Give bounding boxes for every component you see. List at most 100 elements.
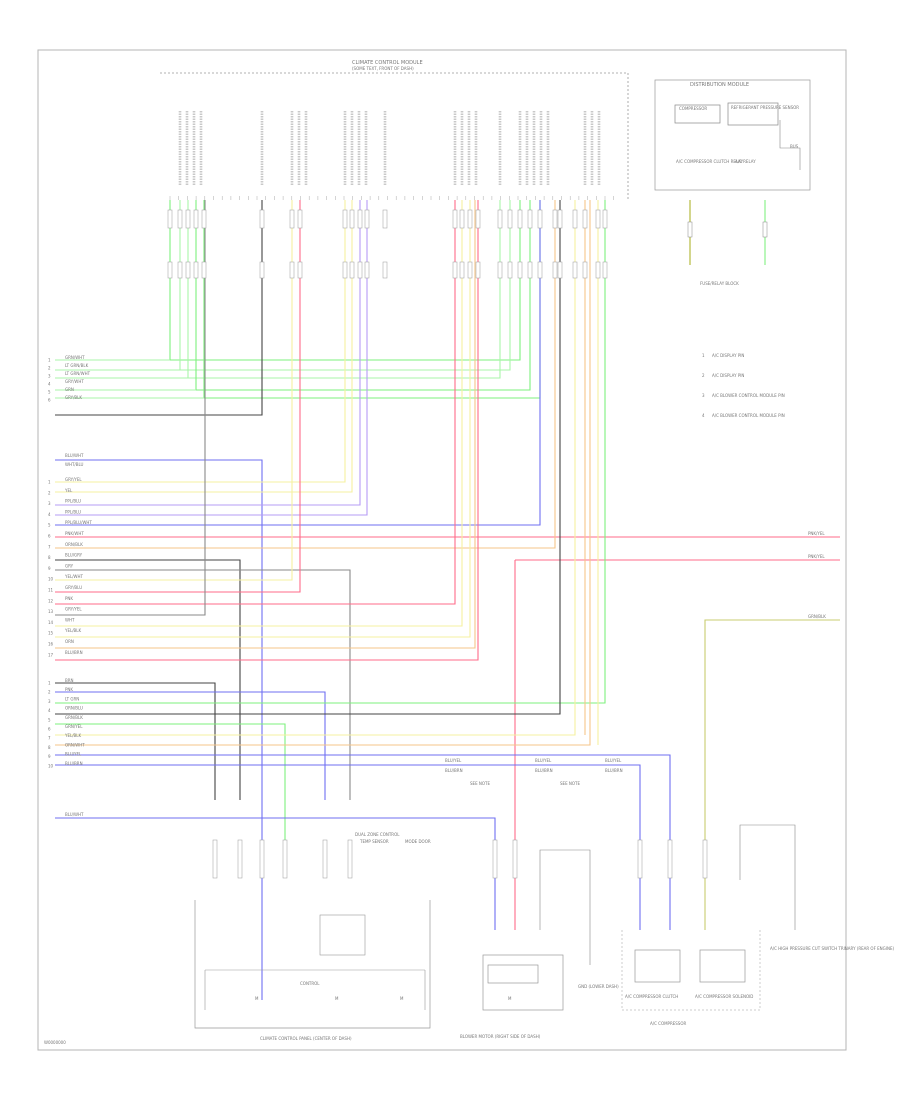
wire-pin-number: 2: [48, 366, 51, 371]
wire: [55, 200, 368, 516]
wire: [55, 200, 561, 715]
wire-connector: [342, 209, 348, 229]
wire-connector: [349, 261, 355, 279]
wire-pin-number: 11: [48, 588, 54, 593]
wire-pin-number: 3: [48, 699, 51, 704]
wire: [55, 200, 479, 661]
wire-connector: [357, 209, 363, 229]
wire-connector: [259, 209, 265, 229]
wire: [55, 200, 476, 649]
wire-pin-number: 1: [48, 480, 51, 485]
distribution-side-label: BUS: [790, 144, 799, 149]
wire-label: ORN/BLK: [65, 542, 83, 547]
wire-connector: [537, 261, 543, 279]
wire-pin-number: 10: [48, 763, 54, 768]
wire: [55, 200, 591, 746]
wire-label: GRN/YEL: [65, 724, 83, 729]
wire-connector: [557, 209, 563, 229]
wire-connector: [595, 209, 601, 229]
legend-text: A/C BLOWER CONTROL MODULE PIN: [712, 413, 785, 418]
wire-label: PNK: [65, 687, 73, 692]
wire-connector: [507, 209, 513, 229]
wire-pin-number: 5: [48, 523, 51, 528]
wire-connector: [527, 209, 533, 229]
wire-pin-number: 5: [48, 717, 51, 722]
diagram-border: [37, 49, 847, 1051]
left-panel-sub: DUAL ZONE CONTROL: [355, 832, 400, 837]
wire-pin-number: 13: [48, 609, 54, 614]
wire-label: GRY/BLK: [65, 395, 82, 400]
wire-connector: [193, 261, 199, 279]
panel-glyph: M: [335, 996, 339, 1001]
wire-connector: [259, 839, 265, 879]
distribution-label-left: A/C COMPRESSOR CLUTCH RELAY: [676, 159, 744, 164]
wire: [55, 200, 576, 736]
legend-text: A/C DISPLAY PIN: [712, 373, 744, 378]
wire-connector: [637, 839, 643, 879]
wire-label: LT GRN: [65, 696, 79, 701]
wire-pin-number: 10: [48, 577, 54, 582]
wire-connector: [582, 261, 588, 279]
wire: [55, 200, 556, 549]
mid-label: BLU/BRN: [535, 768, 553, 773]
wire-pin-number: 3: [48, 501, 51, 506]
mid-label: BLU/YEL: [445, 758, 462, 763]
wire-connector: [212, 839, 218, 879]
legend-text: A/C DISPLAY PIN: [712, 353, 744, 358]
wire: [203, 200, 541, 399]
wire-connector: [185, 209, 191, 229]
legend-text: A/C BLOWER CONTROL MODULE PIN: [712, 393, 785, 398]
mid-label: BLU/BRN: [605, 768, 623, 773]
wire-connector: [459, 209, 465, 229]
wire-connector: [497, 209, 503, 229]
right-wire-label: PNK/YEL: [808, 554, 825, 559]
wire-connector: [517, 209, 523, 229]
wire-pin-number: 9: [48, 754, 51, 759]
wire-label: PPL/BLU: [65, 509, 81, 514]
comp-footer: A/C COMPRESSOR: [650, 1021, 686, 1026]
wire-connector: [289, 261, 295, 279]
wire-pin-number: 4: [48, 382, 51, 387]
comp1-label: A/C COMPRESSOR CLUTCH: [625, 994, 678, 999]
wire-connector: [322, 839, 328, 879]
panel-glyph: M: [255, 996, 259, 1001]
legend-key: 1: [702, 353, 705, 358]
wire-connector: [582, 209, 588, 229]
wire-label: GRY: [65, 563, 74, 568]
wire-label: GRY/YEL: [65, 477, 82, 482]
wire-pin-number: 2: [48, 490, 51, 495]
wire-label: YEL/WHT: [64, 574, 84, 579]
wire-connector: [364, 209, 370, 229]
wire: [55, 200, 456, 605]
wire-connector: [702, 839, 708, 879]
wire-pin-number: 17: [48, 652, 54, 657]
wire-connector: [193, 209, 199, 229]
wire: [55, 817, 496, 930]
wire-label: YEL: [64, 488, 73, 493]
wire-connector: [459, 261, 465, 279]
wire-connector: [667, 839, 673, 879]
blower-inner: M: [508, 996, 512, 1001]
wire-connector: [572, 209, 578, 229]
top-connector-title: CLIMATE CONTROL MODULE: [352, 60, 423, 66]
wire-connector: [364, 261, 370, 279]
wire-pin-number: 2: [48, 690, 51, 695]
wire-connector: [342, 261, 348, 279]
wire-connector: [282, 839, 288, 879]
wire-connector: [552, 261, 558, 279]
wire-pin-number: 6: [48, 398, 51, 403]
wire: [55, 764, 641, 930]
panel-glyph: M: [400, 996, 404, 1001]
wire-connector: [552, 209, 558, 229]
wire-connector: [602, 261, 608, 279]
wire-pin-number: 6: [48, 727, 51, 732]
distribution-sub-left: COMPRESSOR: [679, 106, 707, 111]
wire-pin-number: 1: [48, 681, 51, 686]
wire: [55, 682, 216, 800]
comp2-label: A/C COMPRESSOR SOLENOID: [695, 994, 753, 999]
wire-connector: [297, 209, 303, 229]
wire-label: BLU/WHT: [65, 812, 84, 817]
wire-label: GRY/BLU: [65, 585, 82, 590]
